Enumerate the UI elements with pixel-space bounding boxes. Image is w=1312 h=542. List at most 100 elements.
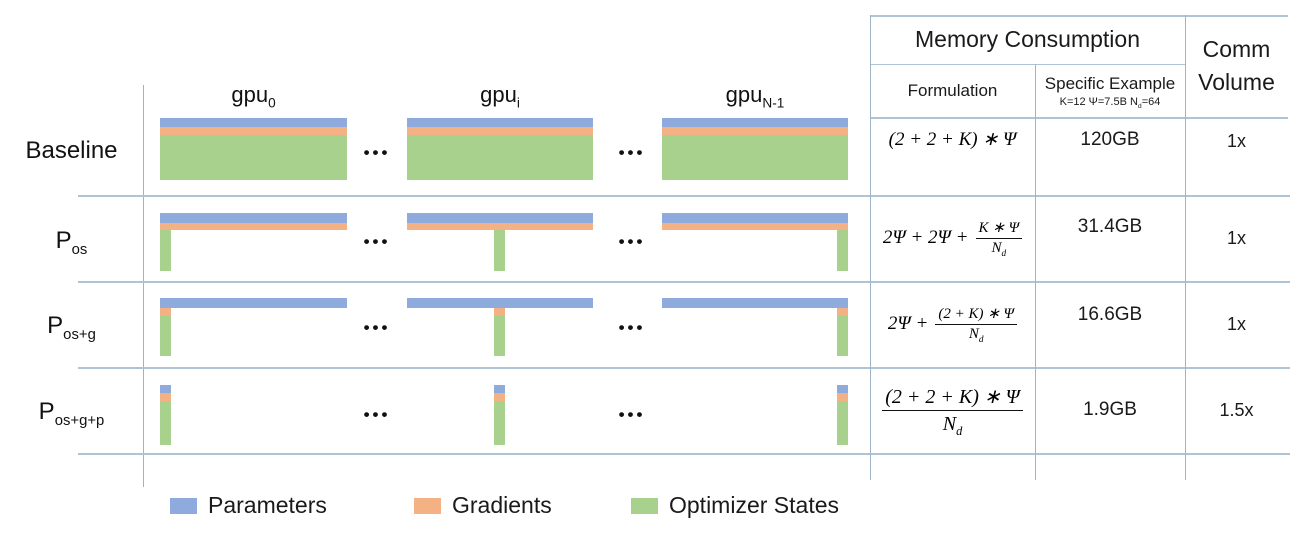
posg-gpui-parameters-strip	[407, 298, 593, 308]
gradients-segment	[160, 393, 171, 401]
row-label-pos: Pos	[0, 227, 143, 257]
optimizer-segment	[407, 135, 593, 180]
memory-consumption-header-text: Memory Consumption	[915, 26, 1140, 52]
optimizer-segment	[662, 135, 848, 180]
fraction-numerator: K ∗ Ψ	[975, 219, 1023, 239]
optimizer-segment	[837, 401, 848, 445]
optimizer-states-swatch-icon	[631, 497, 658, 514]
gpu-header-n1-text: gpu	[725, 82, 763, 107]
parameters-segment	[837, 385, 848, 393]
gradients-segment	[160, 308, 171, 316]
pos-gpun1-optimizer-shard	[837, 230, 848, 271]
legend-label-parameters: Parameters	[208, 492, 327, 518]
optimizer-segment	[160, 135, 347, 180]
formula-posg-prefix: 2Ψ +	[887, 313, 929, 334]
denominator-sub: d	[956, 423, 963, 438]
gpu-header-n1-sub: N-1	[762, 95, 785, 111]
ellipsis-dots: •••	[618, 405, 646, 424]
optimizer-segment	[494, 401, 505, 445]
posgp-gpu0-shard	[160, 385, 171, 445]
example-baseline-value: 120GB	[1080, 129, 1140, 150]
gradients-segment	[160, 127, 347, 135]
example-posgp-value: 1.9GB	[1083, 399, 1137, 420]
ellipsis-dots: •••	[363, 232, 391, 251]
formulation-header-text: Formulation	[907, 80, 998, 100]
memory-consumption-header: Memory Consumption	[870, 15, 1185, 64]
gradients-segment	[494, 308, 505, 316]
comm-posg-value: 1x	[1226, 313, 1246, 334]
table-header-underline	[870, 117, 1288, 119]
row-label-posgp-sub: os+g+p	[54, 412, 105, 429]
ellipsis-dots: •••	[618, 318, 646, 337]
comm-baseline-value: 1x	[1226, 131, 1246, 151]
row-label-posgp-text: P	[38, 398, 55, 425]
comm-header-line2: Volume	[1198, 69, 1275, 95]
gradients-segment	[494, 393, 505, 401]
ellipsis-dots: •••	[363, 143, 391, 162]
specific-example-header: Specific Example K=12 Ψ=7.5B Nd=64	[1035, 64, 1185, 117]
baseline-gpun1-bar	[662, 118, 848, 180]
optimizer-segment	[837, 316, 848, 356]
ellipsis-dots: •••	[618, 143, 646, 162]
optimizer-segment	[160, 401, 171, 445]
pos-gpun1-parameters-strip	[662, 213, 848, 223]
parameters-segment	[494, 385, 505, 393]
formulation-baseline: (2 + 2 + K) ∗ Ψ	[872, 118, 1033, 195]
row-separator-4	[78, 453, 1290, 455]
baseline-gpui-bar	[407, 118, 593, 180]
comm-pos-value: 1x	[1226, 227, 1246, 248]
ellipsis-dots: •••	[363, 318, 391, 337]
pos-gpu0-parameters-strip	[160, 213, 347, 223]
formulation-header: Formulation	[870, 64, 1035, 117]
table-left-border	[870, 15, 871, 480]
parameters-segment	[662, 118, 848, 127]
row-separator-1	[78, 195, 1290, 197]
posg-gpui-shard	[494, 308, 505, 356]
comm-posgp-value: 1.5x	[1219, 399, 1254, 420]
posg-gpu0-shard	[160, 308, 171, 356]
gpu-header-n1: gpuN-1	[662, 82, 848, 111]
gpu-header-i: gpui	[407, 82, 593, 110]
denominator-sub: d	[978, 334, 984, 345]
gpu-header-i-text: gpu	[480, 82, 517, 107]
constants-sub: d	[1137, 102, 1142, 110]
row-label-posgp: Pos+g+p	[0, 398, 143, 429]
formula-baseline-text: (2 + 2 + K) ∗ Ψ	[888, 129, 1017, 150]
pos-gpun1-gradients-strip	[662, 223, 848, 230]
pos-gpu0-optimizer-shard	[160, 230, 171, 271]
parameters-segment	[160, 385, 171, 393]
gpu-header-0-sub: 0	[268, 95, 276, 111]
comm-posg: 1x	[1187, 282, 1286, 366]
comm-header-line1: Comm	[1202, 35, 1271, 62]
fraction-denominator: Nd	[943, 411, 963, 437]
pos-gpui-gradients-strip	[407, 223, 593, 230]
legend-item-optimizer-states: Optimizer States	[631, 492, 839, 519]
specific-example-header-text: Specific Example	[1044, 73, 1176, 93]
row-label-posg: Pos+g	[0, 312, 143, 342]
gradients-swatch-icon	[414, 497, 441, 514]
fraction-numerator: (2 + K) ∗ Ψ	[935, 305, 1018, 325]
example-pos: 31.4GB	[1037, 196, 1183, 280]
fraction-denominator: Nd	[968, 325, 984, 345]
example-pos-value: 31.4GB	[1077, 216, 1143, 237]
comm-volume-header: Comm Volume	[1185, 15, 1288, 117]
denominator-base: N	[968, 325, 979, 342]
parameters-swatch-icon	[170, 497, 197, 514]
gpu-header-0: gpu0	[160, 82, 347, 111]
ellipsis-dots: •••	[363, 405, 391, 424]
row-separator-2	[78, 281, 1290, 283]
diagram-axis-line	[143, 85, 144, 487]
comm-pos: 1x	[1187, 196, 1286, 280]
baseline-gpu0-bar	[160, 118, 347, 180]
denominator-base: N	[942, 412, 957, 435]
fraction-numerator: (2 + 2 + K) ∗ Ψ	[882, 384, 1023, 411]
pos-gpu0-gradients-strip	[160, 223, 347, 230]
comm-posgp: 1.5x	[1187, 368, 1286, 452]
